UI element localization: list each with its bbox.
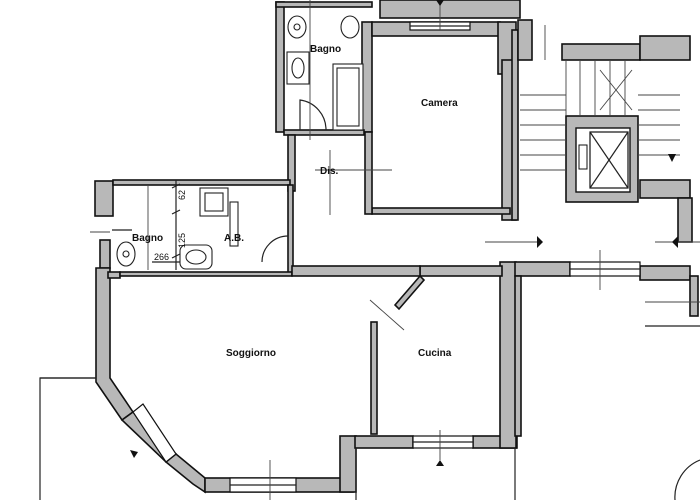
section-markers xyxy=(130,0,678,466)
room-label-soggiorno: Soggiorno xyxy=(226,348,276,359)
dimension-125: 125 xyxy=(177,233,187,248)
stair-and-elevator xyxy=(520,60,680,193)
balcony-outlines xyxy=(39,325,700,500)
room-label-camera: Camera xyxy=(421,98,458,109)
axis-lines xyxy=(90,0,700,500)
dimension-266: 266 xyxy=(154,252,169,262)
dimension-62: 62 xyxy=(177,190,187,200)
windows xyxy=(132,21,641,493)
room-label-bagno-left: Bagno xyxy=(132,233,163,244)
bathroom-fixtures xyxy=(116,15,364,270)
dimension-annotations: 62 125 266 xyxy=(152,180,187,270)
room-label-ab: A.B. xyxy=(224,233,244,244)
room-label-cucina: Cucina xyxy=(418,348,452,359)
room-label-dis: Dis. xyxy=(320,166,339,177)
room-label-bagno-top: Bagno xyxy=(310,44,341,55)
doors xyxy=(112,99,327,263)
